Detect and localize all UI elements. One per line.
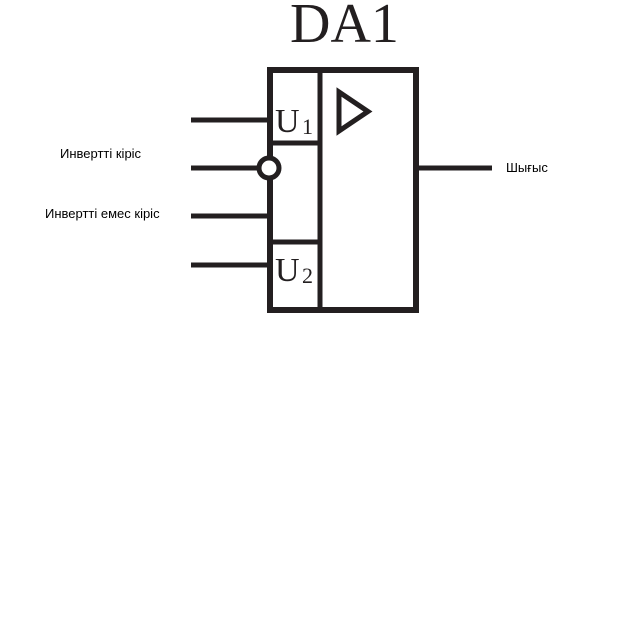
supply-pin-u1-label: U 1 [275,103,313,140]
u2-index: 2 [302,263,313,288]
triangle-icon [336,87,373,136]
component-title: DA1 [290,0,399,55]
supply-pin-u2-label: U 2 [275,252,313,289]
inverting-input-label: Инвертті кіріс [60,146,142,161]
u2-letter: U [275,252,300,289]
output-label: Шығыс [506,160,548,175]
u1-letter: U [275,103,300,140]
inversion-circle-icon [256,155,282,181]
component-body [267,67,419,313]
u1-index: 1 [302,114,313,139]
noninverting-input-label: Инвертті емес кіріс [45,206,160,221]
